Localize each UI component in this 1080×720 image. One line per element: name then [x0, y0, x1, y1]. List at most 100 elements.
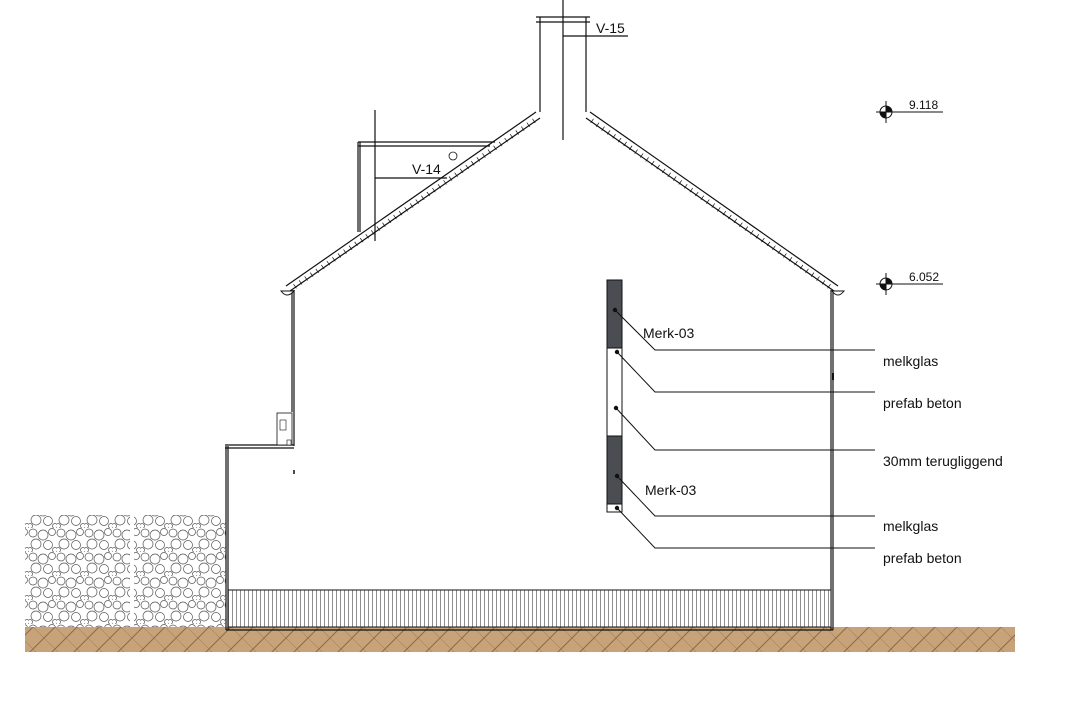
roof-tile-tick [337, 253, 342, 258]
roof-tile-tick [601, 126, 605, 131]
roof-tile-tick [678, 180, 682, 185]
roof-tile-tick [293, 283, 297, 289]
roof-tile-tick [404, 207, 408, 212]
roof-tile-tick [821, 280, 826, 285]
roof-tile-tick [695, 191, 699, 197]
house-outline [225, 290, 834, 631]
gutter-left [279, 290, 296, 296]
chimney [536, 0, 628, 140]
roof-tile-tick [706, 199, 710, 204]
roof-tile-tick [532, 118, 536, 124]
gutter-right [830, 290, 846, 296]
roof-tile-tick [387, 218, 392, 224]
roof-tile-tick [332, 257, 336, 262]
roof-tile-tick [689, 187, 693, 193]
roof-tile-tick [766, 241, 771, 247]
roof-tile-tick [437, 184, 442, 189]
roof-tile-tick [733, 218, 738, 224]
roof-tile-tick [761, 237, 765, 243]
callout-merk-lower: Merk-03 [645, 482, 697, 498]
level-marker-top: 9.118 [876, 98, 943, 123]
roof-tile-tick [650, 160, 655, 166]
roof-tile-tick [471, 160, 475, 166]
roof-tile-tick [487, 149, 492, 154]
tag-v14: V-14 [412, 161, 441, 177]
window-strip [606, 279, 623, 513]
roof-tile-tick [443, 180, 447, 185]
roof-tile-tick [623, 141, 627, 147]
level-top-label: 9.118 [909, 98, 938, 112]
roof-tile-tick [639, 153, 644, 158]
roof-tile-tick [772, 245, 776, 251]
roof-tile-tick [504, 137, 508, 143]
roof-tile-tick [398, 210, 403, 216]
roof-tile-tick [348, 245, 353, 251]
roof-tile-tick [656, 164, 660, 170]
roof-right [585, 111, 839, 292]
roof-tile-tick [744, 226, 749, 231]
roof-tile-tick [321, 264, 325, 270]
callout-label: 30mm terugliggend [883, 453, 1003, 469]
roof-tile-tick [326, 260, 331, 266]
roof-tile-tick [343, 249, 347, 254]
roof-tile-tick [755, 233, 760, 239]
roof-tile-tick [454, 172, 458, 177]
callout-label: prefab beton [883, 550, 962, 566]
roof-tile-tick [739, 222, 743, 227]
roof-tile-tick [799, 264, 804, 270]
roof-tile-tick [415, 199, 419, 204]
roof-tile-tick [509, 134, 514, 139]
roof-tile-tick [590, 118, 594, 124]
roof-tile-tick [459, 168, 464, 174]
roof-tile-tick [448, 176, 453, 181]
roof-tile-tick [777, 249, 782, 254]
roof-tile-tick [526, 122, 531, 127]
roof-tile-tick [684, 183, 688, 189]
dormer [357, 110, 495, 241]
roof-tile-tick [309, 272, 314, 277]
roof-tile-tick [498, 141, 503, 147]
roof-tile-tick [606, 130, 611, 135]
roof-tile-tick [810, 272, 815, 277]
roof-tile-tick [315, 268, 319, 274]
roof-tile-tick [717, 207, 721, 212]
callout-label: melkglas [883, 353, 938, 369]
callout-label: prefab beton [883, 395, 962, 411]
roof-tile-tick [354, 241, 358, 247]
roof-tile-tick [728, 214, 732, 220]
roof-tile-tick [595, 122, 600, 127]
leader-lines [614, 309, 875, 549]
roof-tile-tick [421, 195, 425, 201]
roof-tile-tick [645, 157, 649, 162]
roof-tile-tick [521, 126, 525, 131]
roof-tile-tick [667, 172, 671, 177]
roof-tile-tick [465, 164, 469, 170]
callout-merk-upper: Merk-03 [643, 325, 695, 341]
plinth [227, 589, 832, 628]
roof-tile-tick [662, 168, 666, 174]
roof-tile-tick [304, 276, 308, 281]
roof-left [285, 111, 541, 292]
callout-label: melkglas [883, 518, 938, 534]
roof-tile-tick [788, 257, 793, 262]
roof-tile-tick [393, 214, 397, 220]
roof-tile-tick [409, 203, 414, 208]
roof-tile-tick [628, 145, 633, 151]
roof-tile-tick [700, 195, 705, 201]
roof-tile-tick [376, 226, 381, 231]
roof-tile-tick [673, 176, 677, 181]
roof-tile-tick [432, 187, 436, 193]
stone-wall-right [134, 515, 226, 627]
roof-tile-tick [612, 134, 616, 139]
roof-tile-tick [359, 237, 364, 243]
roof-tile-tick [805, 268, 809, 274]
roof-tile-tick [476, 157, 481, 162]
dormer-vent [448, 151, 458, 161]
roof-tile-tick [750, 230, 754, 235]
roof-tile-tick [298, 280, 303, 285]
roof-tile-tick [382, 222, 386, 227]
roof-tile-tick [722, 210, 727, 216]
roof-tile-tick [617, 137, 622, 143]
stone-wall-left [25, 515, 130, 627]
